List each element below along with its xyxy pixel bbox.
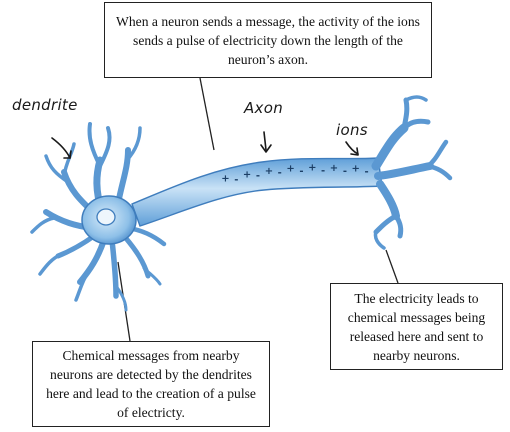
ion-charge-mark: -: [299, 166, 303, 177]
callout-dendrite-detection: Chemical messages from nearby neurons ar…: [32, 341, 270, 427]
ions-label: ions: [336, 121, 368, 139]
callout-chemical-release-text: The electricity leads to chemical messag…: [347, 290, 486, 363]
ion-charge-mark: +: [243, 169, 251, 180]
label-arrows: [51, 131, 359, 159]
ion-charge-mark: -: [365, 167, 369, 178]
axon-label: Axon: [244, 99, 284, 117]
axon-terminals: [371, 95, 453, 250]
ion-charge-mark: -: [256, 170, 260, 181]
leader-top: [199, 77, 215, 151]
ion-charge-mark: +: [352, 163, 360, 174]
nucleus: [96, 208, 116, 226]
ion-charge-mark: +: [265, 166, 273, 177]
ion-charge-mark: -: [278, 168, 282, 179]
dendrite-label: dendrite: [12, 96, 78, 114]
callout-dendrite-detection-text: Chemical messages from nearby neurons ar…: [46, 348, 256, 420]
ion-charge-mark: -: [321, 166, 325, 177]
ion-charge-mark: +: [221, 173, 229, 184]
dendrite-arrow: [51, 137, 72, 159]
ion-charge-mark: +: [286, 164, 294, 175]
ion-charge-mark: -: [234, 174, 238, 185]
ion-charge-mark: +: [308, 163, 316, 174]
ion-charge-mark: -: [343, 166, 347, 177]
axon-arrow: [260, 131, 272, 153]
callout-chemical-release: The electricity leads to chemical messag…: [330, 283, 503, 370]
callout-axon-pulse: When a neuron sends a message, the activ…: [104, 2, 432, 78]
ions-arrow: [345, 141, 359, 156]
ion-charges: +-+-+-+-+-+-+-: [221, 163, 368, 186]
callout-axon-pulse-text: When a neuron sends a message, the activ…: [116, 13, 420, 67]
leader-right: [385, 249, 399, 284]
ion-charge-mark: +: [330, 163, 338, 174]
